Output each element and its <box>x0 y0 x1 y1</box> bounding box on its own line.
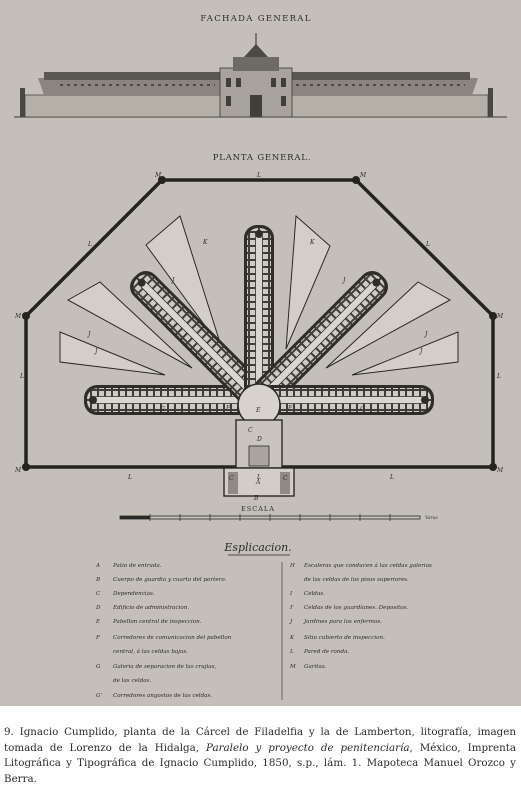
wing-label: J <box>93 348 98 355</box>
center-label: C <box>248 427 253 434</box>
center-label: B <box>253 495 259 502</box>
legend-letter: H <box>289 563 295 569</box>
legend-text: Pabellon central de inspeccion. <box>112 619 202 625</box>
plan-labels: M M M M M M L L L L L L L L J J J J J J … <box>14 172 504 502</box>
legend-text: Patio de entrada. <box>112 563 162 569</box>
legend-text: Pared de ronda. <box>303 649 349 655</box>
legend-letter: D <box>95 605 101 611</box>
legend-right-column: H Escaleras que conducen á las celdas ga… <box>289 562 432 670</box>
corner-mark: M <box>496 313 504 320</box>
wing-label: J <box>86 331 91 338</box>
legend-letter: F <box>95 635 101 641</box>
center-label: E <box>255 407 261 414</box>
legend-letter: E <box>95 619 100 625</box>
legend-letter: I <box>289 591 293 597</box>
perimeter-label: L <box>19 373 24 380</box>
legend-letter: M <box>289 664 296 670</box>
legend-text: Dependencias. <box>112 591 155 597</box>
wing-label: J <box>423 331 428 338</box>
legend-text: Jardines para los enfermos. <box>303 619 382 625</box>
perimeter-label: L <box>425 241 430 248</box>
caption-book-title: Paralelo y proyecto de penitenciaría <box>205 741 410 754</box>
figure-caption: 9. Ignacio Cumplido, planta de la Cárcel… <box>4 725 516 787</box>
perimeter-label: L <box>127 474 132 481</box>
prison-plan-drawing: FACHADA GENERAL PLANTA GENERAL. <box>14 14 507 700</box>
corner-mark: M <box>496 467 504 474</box>
plan-general <box>22 176 497 497</box>
legend-text: central, á las celdas bajas. <box>113 648 188 655</box>
wing-label: G <box>360 406 365 413</box>
legend-left-column: A Patio de entrada. B Cuerpo de guardia … <box>95 563 232 699</box>
center-label: A <box>255 479 261 486</box>
legend-text: Celdas de los guardianes. Depositos. <box>304 605 409 611</box>
legend-text: Sitio cubierto de inspeccion. <box>304 635 385 641</box>
corner-mark: M <box>154 172 162 179</box>
scale-bar <box>119 514 421 521</box>
facade-elevation <box>14 33 507 118</box>
wing-label: J <box>418 348 423 355</box>
corner-mark: M <box>359 172 367 179</box>
caption-text: Ignacio Cumplido, planta de la Cárcel de… <box>4 726 516 754</box>
perimeter-label: L <box>496 373 501 380</box>
wing-label: K <box>309 239 315 246</box>
legend-letter: G <box>96 664 101 670</box>
fachada-title: FACHADA GENERAL <box>200 14 311 24</box>
legend-letter: I' <box>289 605 294 611</box>
center-label: C <box>283 475 288 482</box>
legend-letter: C <box>96 591 101 597</box>
scale-unit: Varas <box>425 515 438 521</box>
wing-label: J <box>341 277 346 284</box>
corner-mark: M <box>14 313 22 320</box>
planta-title: PLANTA GENERAL. <box>213 153 312 163</box>
lithograph-plate: FACHADA GENERAL PLANTA GENERAL. <box>0 0 521 706</box>
escala-label: ESCALA <box>241 505 275 513</box>
legend-text: Corredores de comunicacion del pabellon <box>113 635 232 641</box>
perimeter-label: L <box>389 474 394 481</box>
legend-title: Esplicacion. <box>223 541 291 554</box>
perimeter-label: L <box>87 241 92 248</box>
perimeter-label: L <box>256 474 261 481</box>
wing-label: K <box>202 239 208 246</box>
wing-label: G <box>160 406 165 413</box>
legend-letter: L <box>289 649 294 655</box>
wing-label: J <box>170 277 175 284</box>
legend-letter: B <box>95 577 100 583</box>
legend-text: Escaleras que conducen á las celdas gale… <box>303 562 432 569</box>
caption-number: 9. <box>4 726 14 739</box>
legend-text: Edificio de administracion. <box>112 605 189 611</box>
legend-text: Corredores angostos de las celdas. <box>113 693 212 699</box>
center-label: C <box>229 475 234 482</box>
caption-text-end: , México, Imprenta Litográfica y Tipográ… <box>4 741 516 786</box>
legend-text: de las celdas. <box>113 678 151 684</box>
legend-text: Celdas. <box>304 591 325 597</box>
legend-letter: J <box>289 619 293 625</box>
perimeter-label: L <box>256 172 261 179</box>
legend-text: Garitas. <box>304 664 327 670</box>
wing-label: F <box>225 405 231 412</box>
legend-text: Cuerpo de guardia y cuarto del portero. <box>113 577 227 583</box>
legend-letter: A <box>95 563 100 569</box>
corner-mark: M <box>14 467 22 474</box>
center-label: D <box>256 436 262 443</box>
legend-letter: G' <box>96 693 102 699</box>
legend-text: Galeria de separacion de las crujias, <box>113 664 217 670</box>
legend-letter: K <box>289 635 295 641</box>
legend-text: de las celdas de los pisos superiores. <box>304 577 409 583</box>
wing-label: F <box>287 405 293 412</box>
